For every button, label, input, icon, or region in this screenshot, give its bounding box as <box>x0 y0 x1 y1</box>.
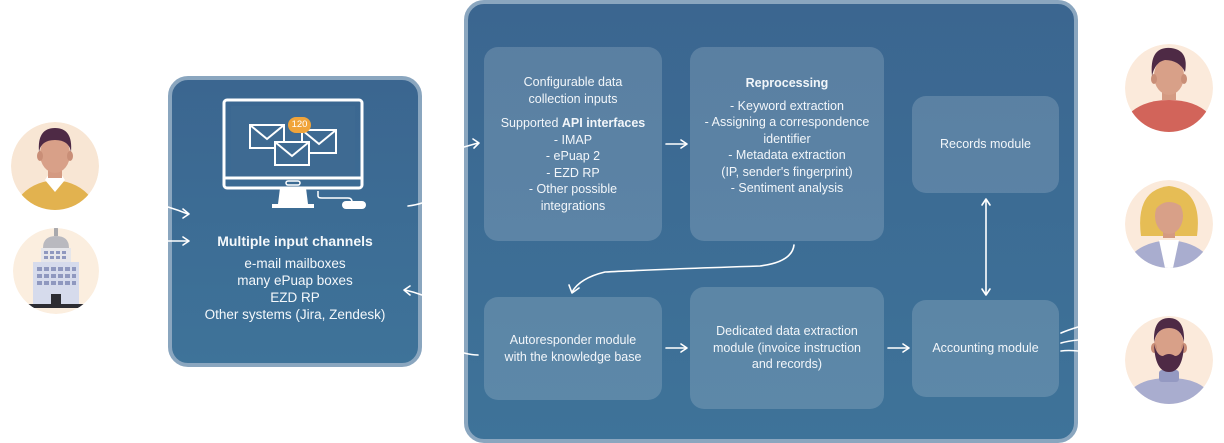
government-building-icon <box>13 228 99 314</box>
api-item: - ePuap 2 <box>545 149 601 163</box>
reprocessing-item: - Keyword extraction <box>730 98 844 113</box>
user-avatar-bearded-man <box>1125 316 1213 404</box>
input-channels-title: Multiple input channels <box>217 233 373 249</box>
extraction-line: module (invoice instruction <box>713 340 861 355</box>
user-avatar-man-red-shirt <box>1125 44 1213 132</box>
notification-count: 120 <box>291 119 308 130</box>
input-channel-item: many ePuap boxes <box>237 273 353 288</box>
config-line: Configurable data <box>523 75 623 89</box>
api-item: - Other possible <box>528 182 618 196</box>
api-heading: Supported API interfaces <box>500 116 646 130</box>
computer-with-mail-icon <box>222 98 366 209</box>
reprocessing-item: - Assigning a correspondence <box>704 115 870 129</box>
reprocessing-title: Reprocessing <box>745 76 829 90</box>
autoresponder-line: Autoresponder module <box>509 333 637 347</box>
reprocessing-item: - Sentiment analysis <box>730 181 844 195</box>
man-avatar-icon <box>11 122 99 210</box>
input-channel-item: EZD RP <box>270 290 320 305</box>
man-red-shirt-avatar-icon <box>1125 44 1213 132</box>
input-channel-item: Other systems (Jira, Zendesk) <box>204 307 386 322</box>
reprocessing-item: identifier <box>763 131 811 146</box>
records-module-card: Records module <box>912 96 1059 193</box>
autoresponder-line: with the knowledge base <box>504 349 642 364</box>
input-channels-text: Multiple input channels e-mail mailboxes… <box>172 233 418 323</box>
extraction-line: and records) <box>751 357 823 372</box>
api-item: integrations <box>540 198 606 213</box>
notification-badge: 120 <box>288 117 311 133</box>
input-channel-item: e-mail mailboxes <box>244 256 346 271</box>
user-avatar-blonde-woman <box>1125 180 1213 268</box>
reprocessing-item: - Metadata extraction <box>728 148 846 162</box>
bearded-man-avatar-icon <box>1125 316 1213 404</box>
autoresponder-card: Autoresponder module with the knowledge … <box>484 297 662 400</box>
config-line: collection inputs <box>528 91 618 106</box>
extraction-line: Dedicated data extraction <box>716 324 858 339</box>
api-item: - EZD RP <box>546 165 600 180</box>
organization-avatar-building <box>13 228 99 314</box>
user-avatar-man <box>11 122 99 210</box>
reprocessing-card: Reprocessing - Keyword extraction - Assi… <box>690 47 884 241</box>
processing-panel <box>464 0 1078 443</box>
api-item: - IMAP <box>553 132 593 147</box>
blonde-woman-avatar-icon <box>1125 180 1213 268</box>
accounting-module-card: Accounting module <box>912 300 1059 397</box>
accounting-module-label: Accounting module <box>932 341 1039 356</box>
records-module-label: Records module <box>939 137 1031 152</box>
config-inputs-card: Configurable data collection inputs Supp… <box>484 47 662 241</box>
data-extraction-card: Dedicated data extraction module (invoic… <box>690 287 884 409</box>
reprocessing-item: (IP, sender's fingerprint) <box>721 164 853 179</box>
